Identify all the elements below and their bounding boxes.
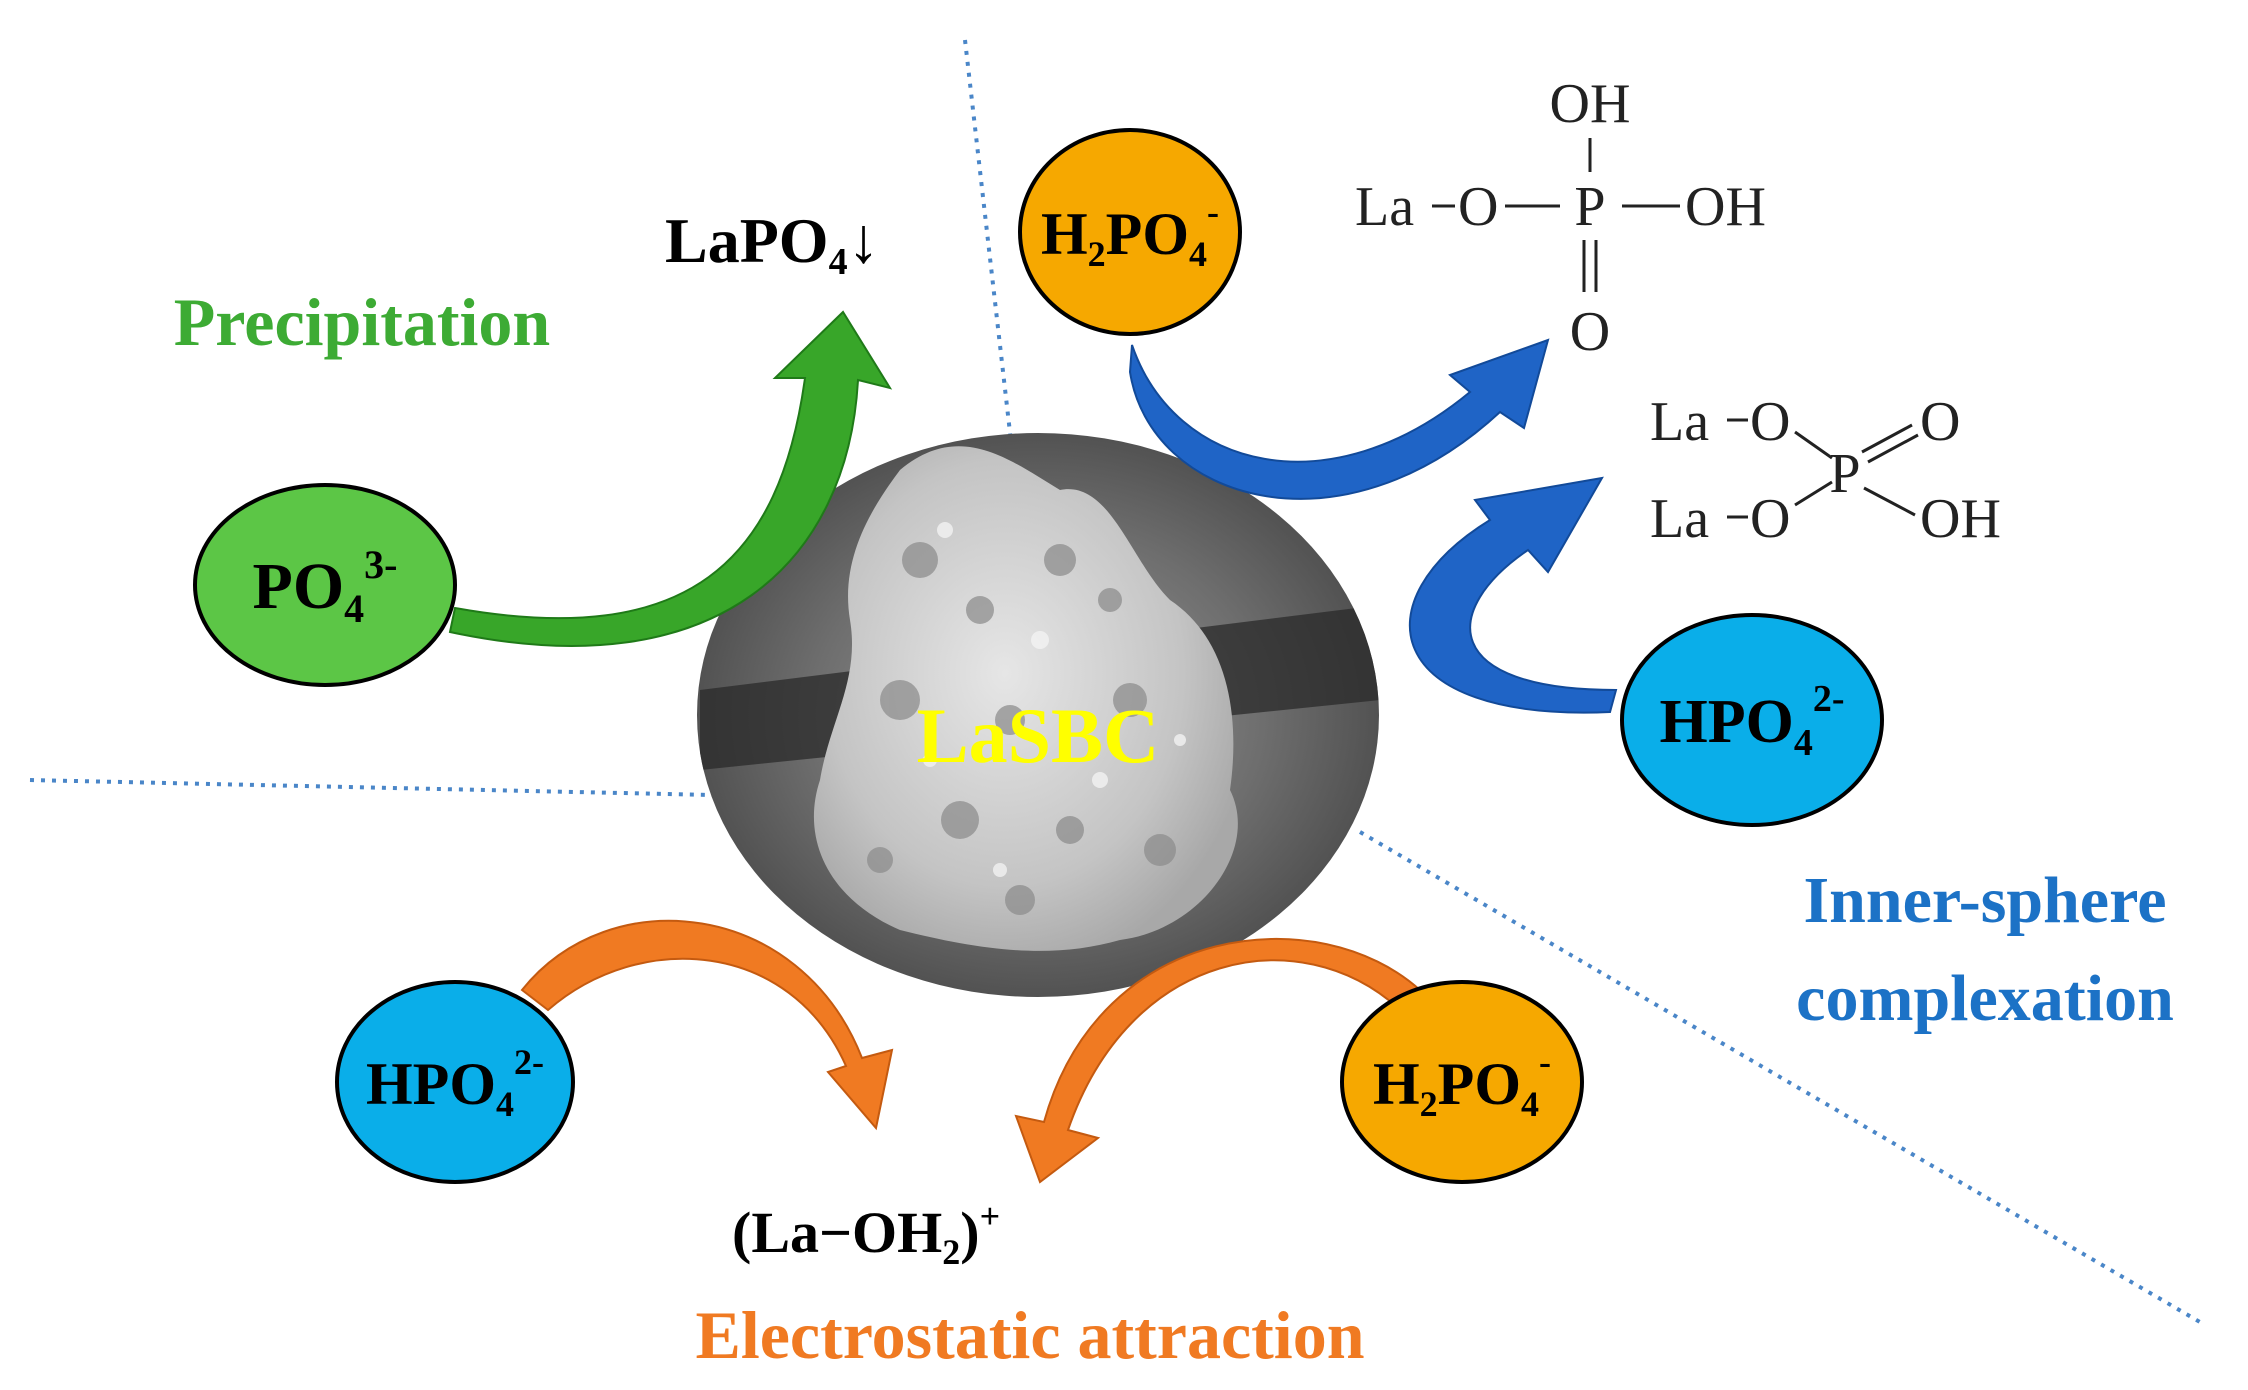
sem-image	[697, 433, 1379, 997]
lapo4-product: LaPO4↓	[665, 205, 880, 283]
svg-text:O: O	[1570, 301, 1610, 363]
core-label: LaSBC	[917, 692, 1160, 779]
species-nodes: PO43- H2PO4- HPO42- HPO42- H2PO4-	[193, 128, 1884, 1184]
svg-text:O: O	[1750, 391, 1790, 453]
po4-node: PO43-	[193, 483, 457, 687]
inner-sphere-label-line1: Inner-sphere	[1804, 864, 2167, 937]
divider-left	[29, 778, 713, 797]
precipitation-arrow	[448, 310, 893, 647]
electrostatic-arrow-1	[520, 919, 894, 1131]
svg-text:O: O	[1920, 391, 1960, 453]
electrostatic-arrow-2	[1014, 937, 1422, 1184]
svg-text:OH: OH	[1685, 176, 1766, 238]
svg-text:H2PO4-: H2PO4-	[1373, 1042, 1551, 1124]
bidentate-structure: La O La O P O OH	[1650, 391, 2001, 550]
svg-text:OH: OH	[1550, 73, 1631, 135]
svg-text:La: La	[1650, 488, 1709, 550]
arrows	[448, 310, 1618, 1184]
h2po4-top-node: H2PO4-	[1018, 128, 1242, 336]
inner-sphere-arrow-1	[1128, 338, 1550, 500]
svg-text:HPO42-: HPO42-	[1660, 678, 1845, 764]
h2po4-bottom-node: H2PO4-	[1340, 980, 1584, 1184]
inner-sphere-label-line2: complexation	[1796, 962, 2174, 1035]
electrostatic-label: Electrostatic attraction	[695, 1297, 1364, 1373]
svg-text:O: O	[1750, 488, 1790, 550]
svg-text:P: P	[1829, 443, 1860, 505]
svg-text:HPO42-: HPO42-	[366, 1042, 544, 1124]
hpo4-left-node: HPO42-	[335, 980, 575, 1184]
svg-text:H2PO4-: H2PO4-	[1041, 192, 1219, 274]
dotted-dividers	[29, 39, 2207, 1327]
svg-text:La: La	[1650, 391, 1709, 453]
svg-text:La: La	[1355, 176, 1414, 238]
hpo4-right-node: HPO42-	[1620, 613, 1884, 827]
svg-text:OH: OH	[1920, 488, 2001, 550]
inner-sphere-arrow-2	[1408, 476, 1618, 714]
svg-text:PO43-: PO43-	[253, 542, 398, 631]
svg-text:P: P	[1574, 176, 1605, 238]
monodentate-structure: OH La O P OH O	[1355, 73, 1766, 363]
svg-text:O: O	[1458, 176, 1498, 238]
precipitation-label: Precipitation	[174, 284, 550, 360]
la-oh2-product: (La−OH2)+	[732, 1196, 1000, 1272]
products: LaPO4↓ (La−OH2)+ OH La O P OH O La O La …	[665, 73, 2001, 1272]
divider-right	[1358, 830, 2207, 1327]
mechanism-labels: Precipitation Inner-sphere complexation …	[174, 284, 2174, 1373]
divider-top	[963, 39, 1014, 451]
